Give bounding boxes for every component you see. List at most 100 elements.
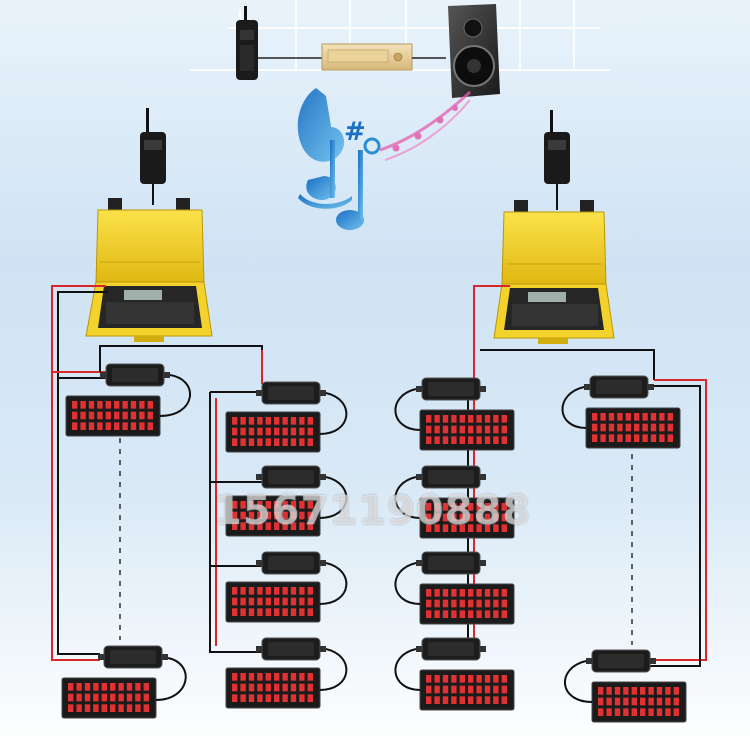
cue-slot xyxy=(307,501,313,509)
cue-slot xyxy=(493,425,499,434)
wire-right-inner-red xyxy=(422,285,510,393)
cue-slot xyxy=(240,608,246,616)
cue-slot xyxy=(265,427,271,436)
cue-slot xyxy=(451,436,457,444)
cue-slot xyxy=(426,436,432,444)
cue-slot xyxy=(80,401,86,409)
cue-slot xyxy=(101,683,107,691)
cue-slot xyxy=(265,608,271,616)
cue-slot xyxy=(623,697,629,706)
cue-slot xyxy=(232,673,238,681)
cue-slot xyxy=(307,694,313,702)
cue-slot xyxy=(299,587,305,595)
cue-slot xyxy=(501,503,507,511)
cue-slot xyxy=(459,415,465,423)
cue-slot xyxy=(468,415,474,423)
cue-slot xyxy=(265,417,271,425)
cue-slot xyxy=(493,610,499,618)
cue-slot xyxy=(135,693,141,702)
slat-module-icon-c3-1 xyxy=(419,497,515,539)
cue-slot xyxy=(88,422,95,430)
cue-slot xyxy=(614,708,621,716)
cue-slot xyxy=(290,597,297,606)
receiver-box-icon-c2-1 xyxy=(256,465,326,489)
cue-slot xyxy=(501,675,507,683)
cue-slot xyxy=(299,427,305,436)
cue-slot xyxy=(667,413,673,421)
cue-slot xyxy=(451,524,457,532)
cue-slot xyxy=(282,683,288,692)
cue-slot xyxy=(656,697,663,706)
cue-slot xyxy=(434,425,440,434)
walkie-talkie-icon-left xyxy=(140,108,166,205)
cue-slot xyxy=(307,683,313,692)
cue-slot xyxy=(459,503,465,511)
cable-c3-1 xyxy=(394,476,421,519)
cable-1 xyxy=(159,374,192,417)
cue-slot xyxy=(634,423,640,432)
cue-slot xyxy=(484,589,491,597)
cue-slot xyxy=(468,425,474,434)
cue-slot xyxy=(84,693,91,702)
cue-slot xyxy=(76,683,82,691)
cue-slot xyxy=(248,522,255,530)
cue-slot xyxy=(290,673,297,681)
cue-slot xyxy=(501,436,507,444)
receiver-box-icon-c3-0 xyxy=(416,377,486,401)
slat-module-icon-c2-1 xyxy=(225,495,321,537)
cue-slot xyxy=(307,522,313,530)
cue-slot xyxy=(274,438,280,446)
cue-slot xyxy=(265,501,271,509)
cue-slot xyxy=(642,434,648,442)
cue-slot xyxy=(282,417,288,425)
cue-slot xyxy=(307,608,313,616)
cue-slot xyxy=(88,411,95,420)
cue-slot xyxy=(248,501,255,509)
cue-slot xyxy=(248,597,255,606)
cue-slot xyxy=(459,425,465,434)
cue-slot xyxy=(240,673,246,681)
cue-slot xyxy=(459,589,465,597)
cue-slot xyxy=(442,425,449,434)
amplifier-icon xyxy=(321,43,413,71)
cue-slot xyxy=(493,599,499,608)
cue-slot xyxy=(135,704,141,712)
cue-slot xyxy=(248,417,255,425)
cue-slot xyxy=(434,675,440,683)
cue-slot xyxy=(451,513,457,522)
cue-slot xyxy=(484,415,491,423)
cue-slot xyxy=(97,422,103,430)
cue-slot xyxy=(493,685,499,694)
cue-slot xyxy=(648,687,654,695)
wire-left-outer-black xyxy=(57,291,108,655)
cue-slot xyxy=(282,438,288,446)
cue-slot xyxy=(659,413,665,421)
cue-slot xyxy=(299,608,305,616)
cue-slot xyxy=(139,401,145,409)
receiver-box-icon-c4-0 xyxy=(584,375,654,399)
cue-slot xyxy=(307,597,313,606)
cue-slot xyxy=(608,434,615,442)
cue-slot xyxy=(426,415,432,423)
cue-slot xyxy=(617,423,623,432)
cue-slot xyxy=(501,589,507,597)
cue-slot xyxy=(299,511,305,520)
cue-slot xyxy=(126,704,133,712)
cue-slot xyxy=(248,673,255,681)
cue-slot xyxy=(130,401,137,409)
cable-c3-0 xyxy=(394,388,421,431)
cue-slot xyxy=(451,675,457,683)
cue-slot xyxy=(105,401,111,409)
cable-2 xyxy=(155,657,187,701)
cue-slot xyxy=(484,524,491,532)
cue-slot xyxy=(442,599,449,608)
cue-slot xyxy=(265,683,271,692)
speaker-icon xyxy=(448,4,500,98)
cue-slot xyxy=(290,438,297,446)
cue-slot xyxy=(608,413,615,421)
unit-layer xyxy=(61,363,687,723)
cue-slot xyxy=(290,694,297,702)
cue-slot xyxy=(118,693,124,702)
cue-slot xyxy=(468,513,474,522)
cue-slot xyxy=(290,683,297,692)
